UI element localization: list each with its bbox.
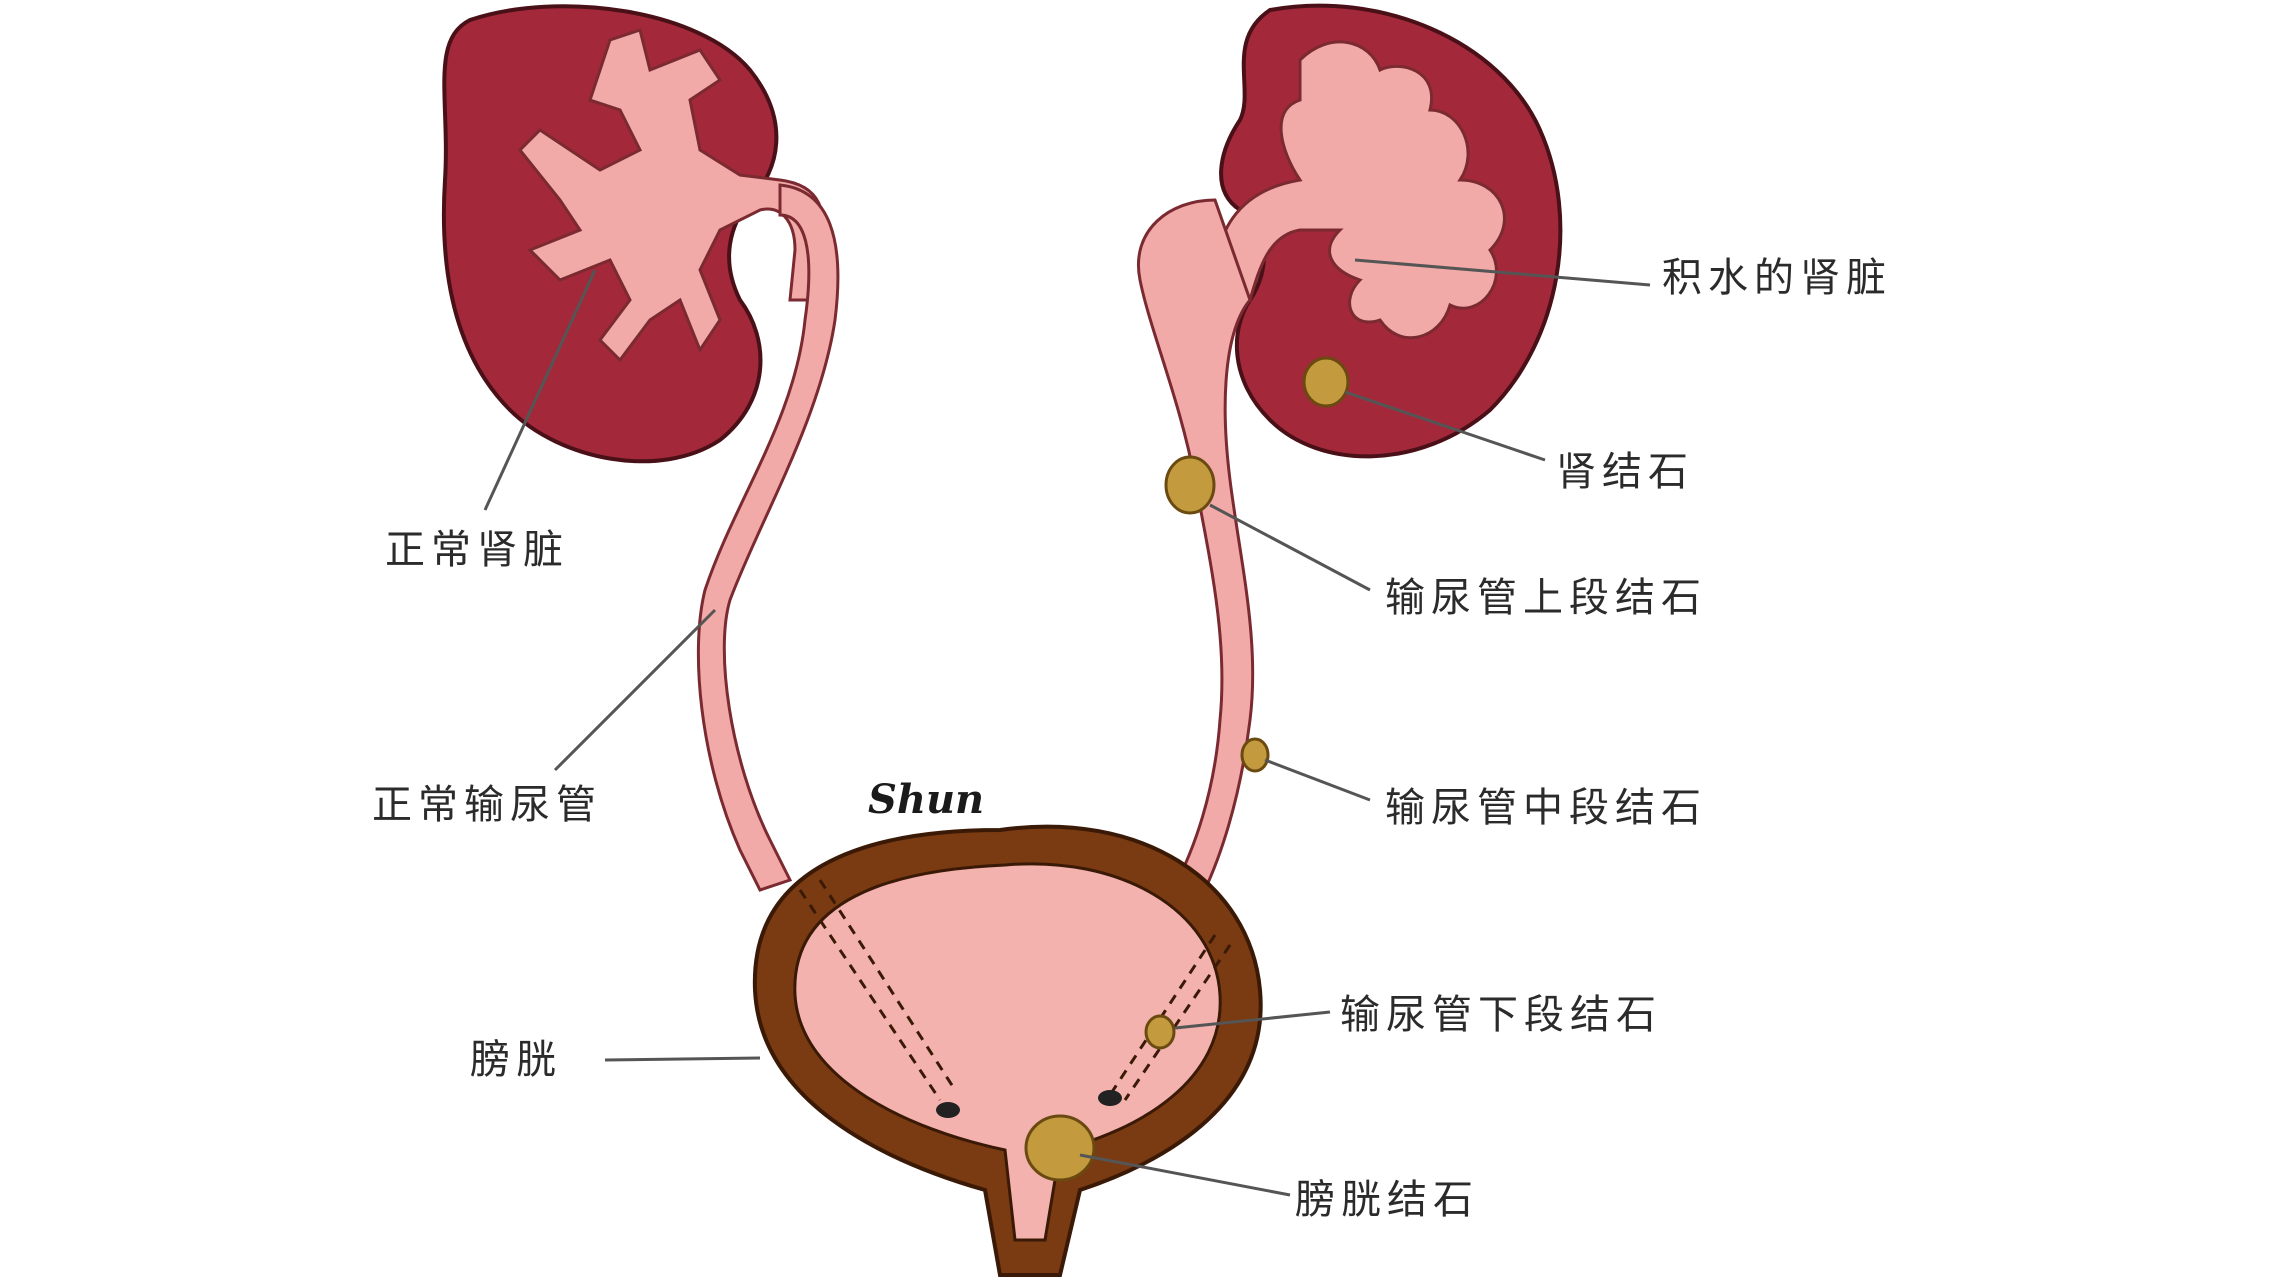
kidney-stone-mark <box>1302 356 1350 408</box>
normal-ureter <box>696 183 840 892</box>
leader-bladder <box>604 1056 761 1062</box>
upper-ureter-stone-mark <box>1164 455 1216 515</box>
leader-normal-ureter <box>553 608 717 772</box>
leader-bladder-stone <box>1079 1153 1291 1197</box>
right-ureteral-orifice <box>1098 1090 1122 1106</box>
label-hydronephrotic-kidney: 积水的肾脏 <box>1662 255 1892 301</box>
lower-ureter-stone-mark <box>1144 1014 1176 1050</box>
label-upper-ureter-stone: 输尿管上段结石 <box>1385 575 1707 621</box>
label-kidney-stone: 肾结石 <box>1556 449 1694 495</box>
leader-lower-ureter-stone <box>1174 1010 1331 1030</box>
artist-signature: Shun <box>868 776 985 823</box>
right-ureter <box>1137 198 1255 902</box>
label-bladder-stone: 膀胱结石 <box>1295 1177 1479 1223</box>
bladder-stone-mark <box>1024 1114 1096 1182</box>
middle-ureter-stone-mark <box>1240 737 1270 773</box>
leader-kidney-stone <box>1344 390 1546 462</box>
leader-normal-kidney <box>483 269 597 511</box>
left-ureteral-orifice <box>936 1102 960 1118</box>
leader-upper-ureter-stone <box>1209 503 1371 592</box>
label-normal-ureter: 正常输尿管 <box>372 782 602 828</box>
label-bladder: 膀胱 <box>470 1037 562 1083</box>
label-middle-ureter-stone: 输尿管中段结石 <box>1385 785 1707 831</box>
leader-hydronephrotic-kidney <box>1354 258 1651 287</box>
left-intramural-ureter <box>798 879 957 1101</box>
leader-middle-ureter-stone <box>1264 758 1371 802</box>
label-lower-ureter-stone: 输尿管下段结石 <box>1340 992 1662 1038</box>
normal-renal-pelvis <box>517 28 826 363</box>
bladder-inner <box>793 862 1222 1242</box>
leader-lines <box>483 258 1651 1197</box>
label-normal-kidney: 正常肾脏 <box>385 527 569 573</box>
